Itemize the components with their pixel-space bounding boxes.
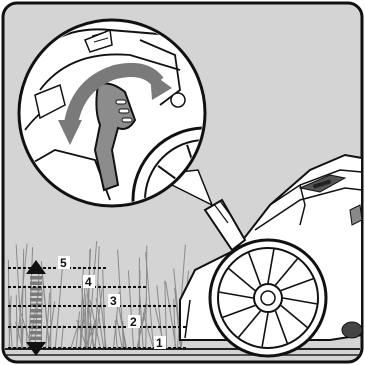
height-level-label: 3 [110, 294, 117, 308]
height-level-label: 5 [60, 256, 67, 270]
height-level-label: 4 [85, 275, 92, 289]
height-level-label: 1 [156, 336, 163, 350]
front-wheel [210, 240, 326, 356]
height-level-label: 2 [130, 315, 137, 329]
